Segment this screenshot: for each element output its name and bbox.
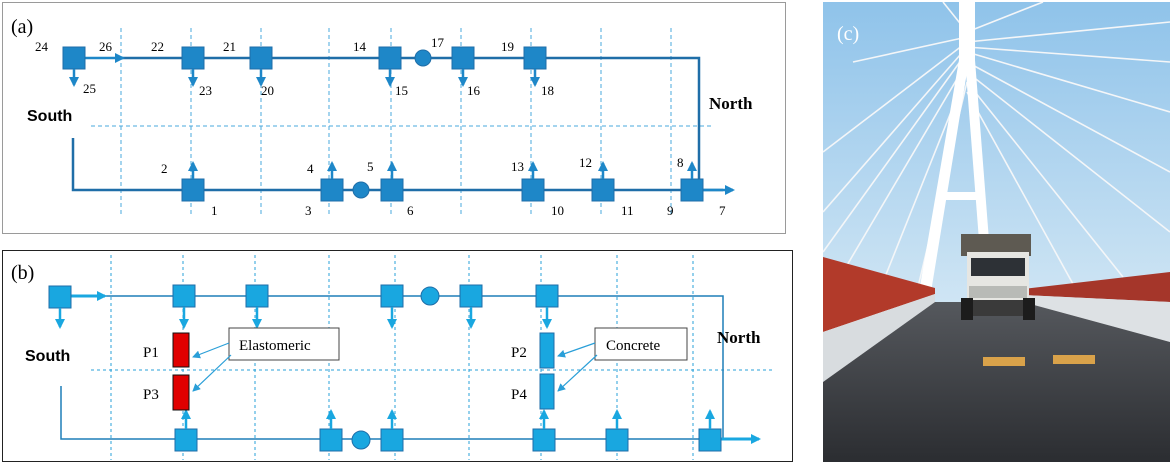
sensor-number: 1 — [211, 203, 218, 218]
sensor-number: 14 — [353, 39, 367, 54]
sensor-number: 17 — [431, 35, 445, 50]
panel-a-layout: (a) South North 2 1 3 4 5 6 7 8 9 10 11 … — [2, 2, 786, 234]
bearing-p4-concrete — [539, 373, 555, 410]
sensor-node — [532, 428, 556, 452]
sensor-node — [319, 428, 343, 452]
sensor-number: 24 — [35, 39, 49, 54]
sensor-group-south-row — [174, 428, 722, 452]
bearing-p2-concrete — [539, 332, 555, 369]
sensor-node — [380, 284, 404, 308]
callout-elastomeric-box — [228, 327, 340, 361]
sensor-node — [459, 284, 483, 308]
sensor-number: 12 — [579, 155, 592, 170]
sensor-node — [698, 428, 722, 452]
sensor-number: 8 — [677, 155, 684, 170]
sensor-node — [181, 46, 205, 70]
sensor-node — [380, 428, 404, 452]
sensor-number: 15 — [395, 83, 408, 98]
sensor-node — [380, 178, 404, 202]
bearing-p3-elastomeric — [172, 374, 190, 411]
sensor-number: 26 — [99, 39, 113, 54]
panel-b-label: (b) — [11, 262, 34, 284]
bearing-p1-elastomeric — [172, 332, 190, 368]
pier-label-p3: P3 — [143, 387, 159, 403]
sensor-number: 10 — [551, 203, 564, 218]
sensor-node — [591, 178, 615, 202]
sensor-number: 22 — [151, 39, 164, 54]
speed-bump — [1053, 355, 1095, 364]
barrier-left — [823, 294, 935, 382]
sensor-group-north-row — [48, 284, 559, 309]
sensor-number: 4 — [307, 161, 314, 176]
sensor-node-round — [420, 286, 440, 306]
sensor-group-north-row — [62, 46, 547, 70]
sensor-node-round — [351, 430, 371, 450]
railing-right — [1023, 272, 1170, 302]
sensor-arrows-up — [188, 161, 697, 179]
sensor-arrows-down — [69, 69, 540, 87]
sensor-node — [245, 284, 269, 308]
sensor-numbers: 2 1 3 4 5 6 7 8 9 10 11 12 13 14 15 16 1… — [35, 35, 726, 218]
sensor-number: 21 — [223, 39, 236, 54]
north-label: North — [709, 94, 753, 113]
sensor-arrows-down — [55, 307, 552, 329]
sensor-number: 2 — [161, 161, 168, 176]
sensor-number: 7 — [719, 203, 726, 218]
south-label: South — [27, 108, 72, 125]
sensor-node — [451, 46, 475, 70]
panel-a-label: (a) — [11, 16, 33, 38]
callout-arrows — [192, 342, 598, 392]
sensor-node — [521, 178, 545, 202]
sensor-node — [680, 178, 704, 202]
sensor-node — [535, 284, 559, 308]
sensor-number: 23 — [199, 83, 212, 98]
sensor-arrows-up — [181, 409, 715, 429]
sensor-number: 6 — [407, 203, 414, 218]
sensor-number: 13 — [511, 159, 524, 174]
sensor-number: 3 — [305, 203, 312, 218]
railing-left — [823, 257, 935, 332]
sensor-node — [48, 285, 72, 309]
callout-concrete-box — [594, 327, 688, 361]
pier-label-p4: P4 — [511, 387, 527, 403]
sensor-number: 18 — [541, 83, 554, 98]
sensor-node — [249, 46, 273, 70]
panel-c-bridge-photo: (c) — [822, 1, 1170, 462]
deck-lines — [60, 295, 724, 440]
north-label: North — [717, 328, 761, 347]
deck-lines — [71, 56, 723, 192]
speed-bump — [983, 357, 1025, 366]
sensor-number: 11 — [621, 203, 634, 218]
truck — [961, 234, 1035, 320]
sensor-node — [62, 46, 86, 70]
sensor-number: 20 — [261, 83, 274, 98]
sensor-node — [320, 178, 344, 202]
callout-concrete-text: Concrete — [606, 338, 660, 354]
panel-b-diagram: Elastomeric Concrete (b) South North P1 … — [11, 255, 773, 460]
sensor-node — [172, 284, 196, 308]
sensor-number: 16 — [467, 83, 481, 98]
sensor-node — [605, 428, 629, 452]
callout-elastomeric-text: Elastomeric — [239, 338, 311, 354]
sensor-node — [181, 178, 205, 202]
bridge-photo: (c) — [822, 1, 1170, 462]
sensor-node — [174, 428, 198, 452]
barrier-right — [1023, 295, 1170, 342]
sensor-node-round — [352, 181, 370, 199]
sensor-node — [523, 46, 547, 70]
sensor-number: 5 — [367, 159, 374, 174]
panel-b-layout: Elastomeric Concrete (b) South North P1 … — [2, 250, 793, 462]
sensor-number: 19 — [501, 39, 514, 54]
panel-c-label: (c) — [837, 23, 859, 45]
panel-a-diagram: (a) South North 2 1 3 4 5 6 7 8 9 10 11 … — [11, 16, 753, 218]
pier-label-p2: P2 — [511, 345, 527, 361]
sensor-node-round — [414, 49, 432, 67]
pier-label-p1: P1 — [143, 345, 159, 361]
sensor-group-south-row — [181, 178, 704, 202]
south-label: South — [25, 348, 70, 365]
sensor-number: 9 — [667, 203, 674, 218]
sensor-node — [378, 46, 402, 70]
sensor-number: 25 — [83, 81, 96, 96]
road-deck — [823, 302, 1170, 462]
